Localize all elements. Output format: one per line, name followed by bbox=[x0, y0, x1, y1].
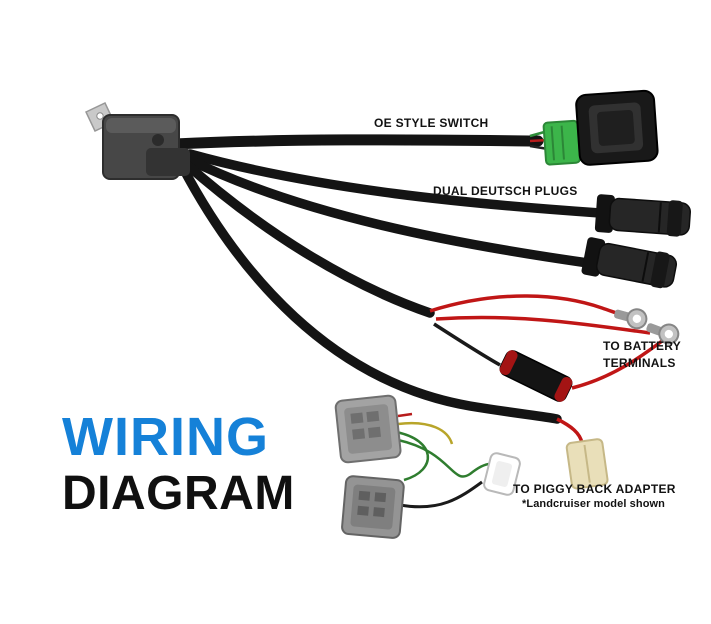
label-piggyback-line2: *Landcruiser model shown bbox=[522, 498, 665, 510]
deutsch-plug-2 bbox=[581, 237, 678, 289]
label-oe-style-switch: OE STYLE SWITCH bbox=[374, 116, 489, 130]
oe-style-switch-connector bbox=[542, 89, 659, 166]
tan-piggyback-connector bbox=[565, 438, 609, 490]
inline-fuse-holder bbox=[499, 350, 573, 402]
page-title: WIRING DIAGRAM bbox=[62, 408, 295, 522]
switch-trunk-wire bbox=[169, 129, 549, 151]
label-dual-deutsch-plugs: DUAL DEUTSCH PLUGS bbox=[433, 184, 578, 198]
white-connector bbox=[483, 452, 521, 496]
title-diagram: DIAGRAM bbox=[62, 467, 295, 520]
label-to-piggy-back-adapter: TO PIGGY BACK ADAPTER *Landcruiser model… bbox=[513, 482, 676, 510]
harness-branch-wires bbox=[177, 149, 605, 424]
title-wiring: WIRING bbox=[62, 407, 269, 467]
label-to-battery-line2: TERMINALS bbox=[603, 356, 676, 370]
relay bbox=[85, 102, 190, 180]
deutsch-plug-1 bbox=[594, 194, 691, 237]
ring-terminal-1 bbox=[614, 308, 648, 330]
label-to-battery-terminals: TO BATTERY TERMINALS bbox=[603, 338, 681, 372]
piggyback-adapter-connector-1 bbox=[334, 394, 402, 464]
ring-terminal-2 bbox=[646, 323, 680, 345]
label-piggyback-line1: TO PIGGY BACK ADAPTER bbox=[513, 482, 676, 496]
piggyback-adapter-connector-2 bbox=[341, 475, 405, 539]
label-to-battery-line1: TO BATTERY bbox=[603, 339, 682, 353]
